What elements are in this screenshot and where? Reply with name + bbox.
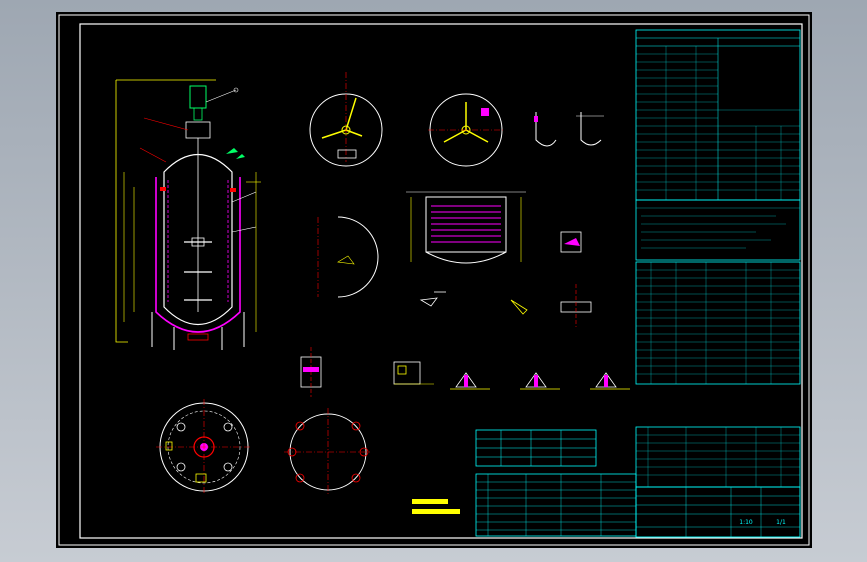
section-details-row xyxy=(300,347,630,397)
reactor-vessel-icon xyxy=(163,153,233,326)
head-arc-view xyxy=(317,216,379,298)
technical-characteristics-table xyxy=(635,29,801,201)
detail-top-right xyxy=(534,112,604,147)
title-block: 1:10 1/1 xyxy=(635,486,801,538)
top-view-1 xyxy=(309,72,383,167)
nozzle-plan-view xyxy=(156,399,252,495)
nozzle-list-table xyxy=(635,261,801,385)
title-sheet: 1/1 xyxy=(776,519,786,526)
title-scale: 1:10 xyxy=(739,519,753,526)
drawing-sheet: 1:10 1/1 xyxy=(56,12,812,548)
parts-list-table xyxy=(635,426,801,488)
coil-section-view xyxy=(406,191,526,264)
top-view-2 xyxy=(428,93,504,167)
nozzle-table xyxy=(475,429,597,467)
cad-drawing: 1:10 1/1 xyxy=(58,14,810,546)
reactor-elevation-view xyxy=(115,79,261,350)
technical-requirements-notes xyxy=(635,199,801,261)
heating-jacket xyxy=(155,177,241,333)
bottom-parts-list xyxy=(475,473,637,537)
flange-icon xyxy=(284,408,372,496)
inner-border xyxy=(79,23,803,539)
outer-border xyxy=(58,14,810,546)
weld-details xyxy=(419,231,592,327)
agitator-motor-icon xyxy=(189,85,207,109)
